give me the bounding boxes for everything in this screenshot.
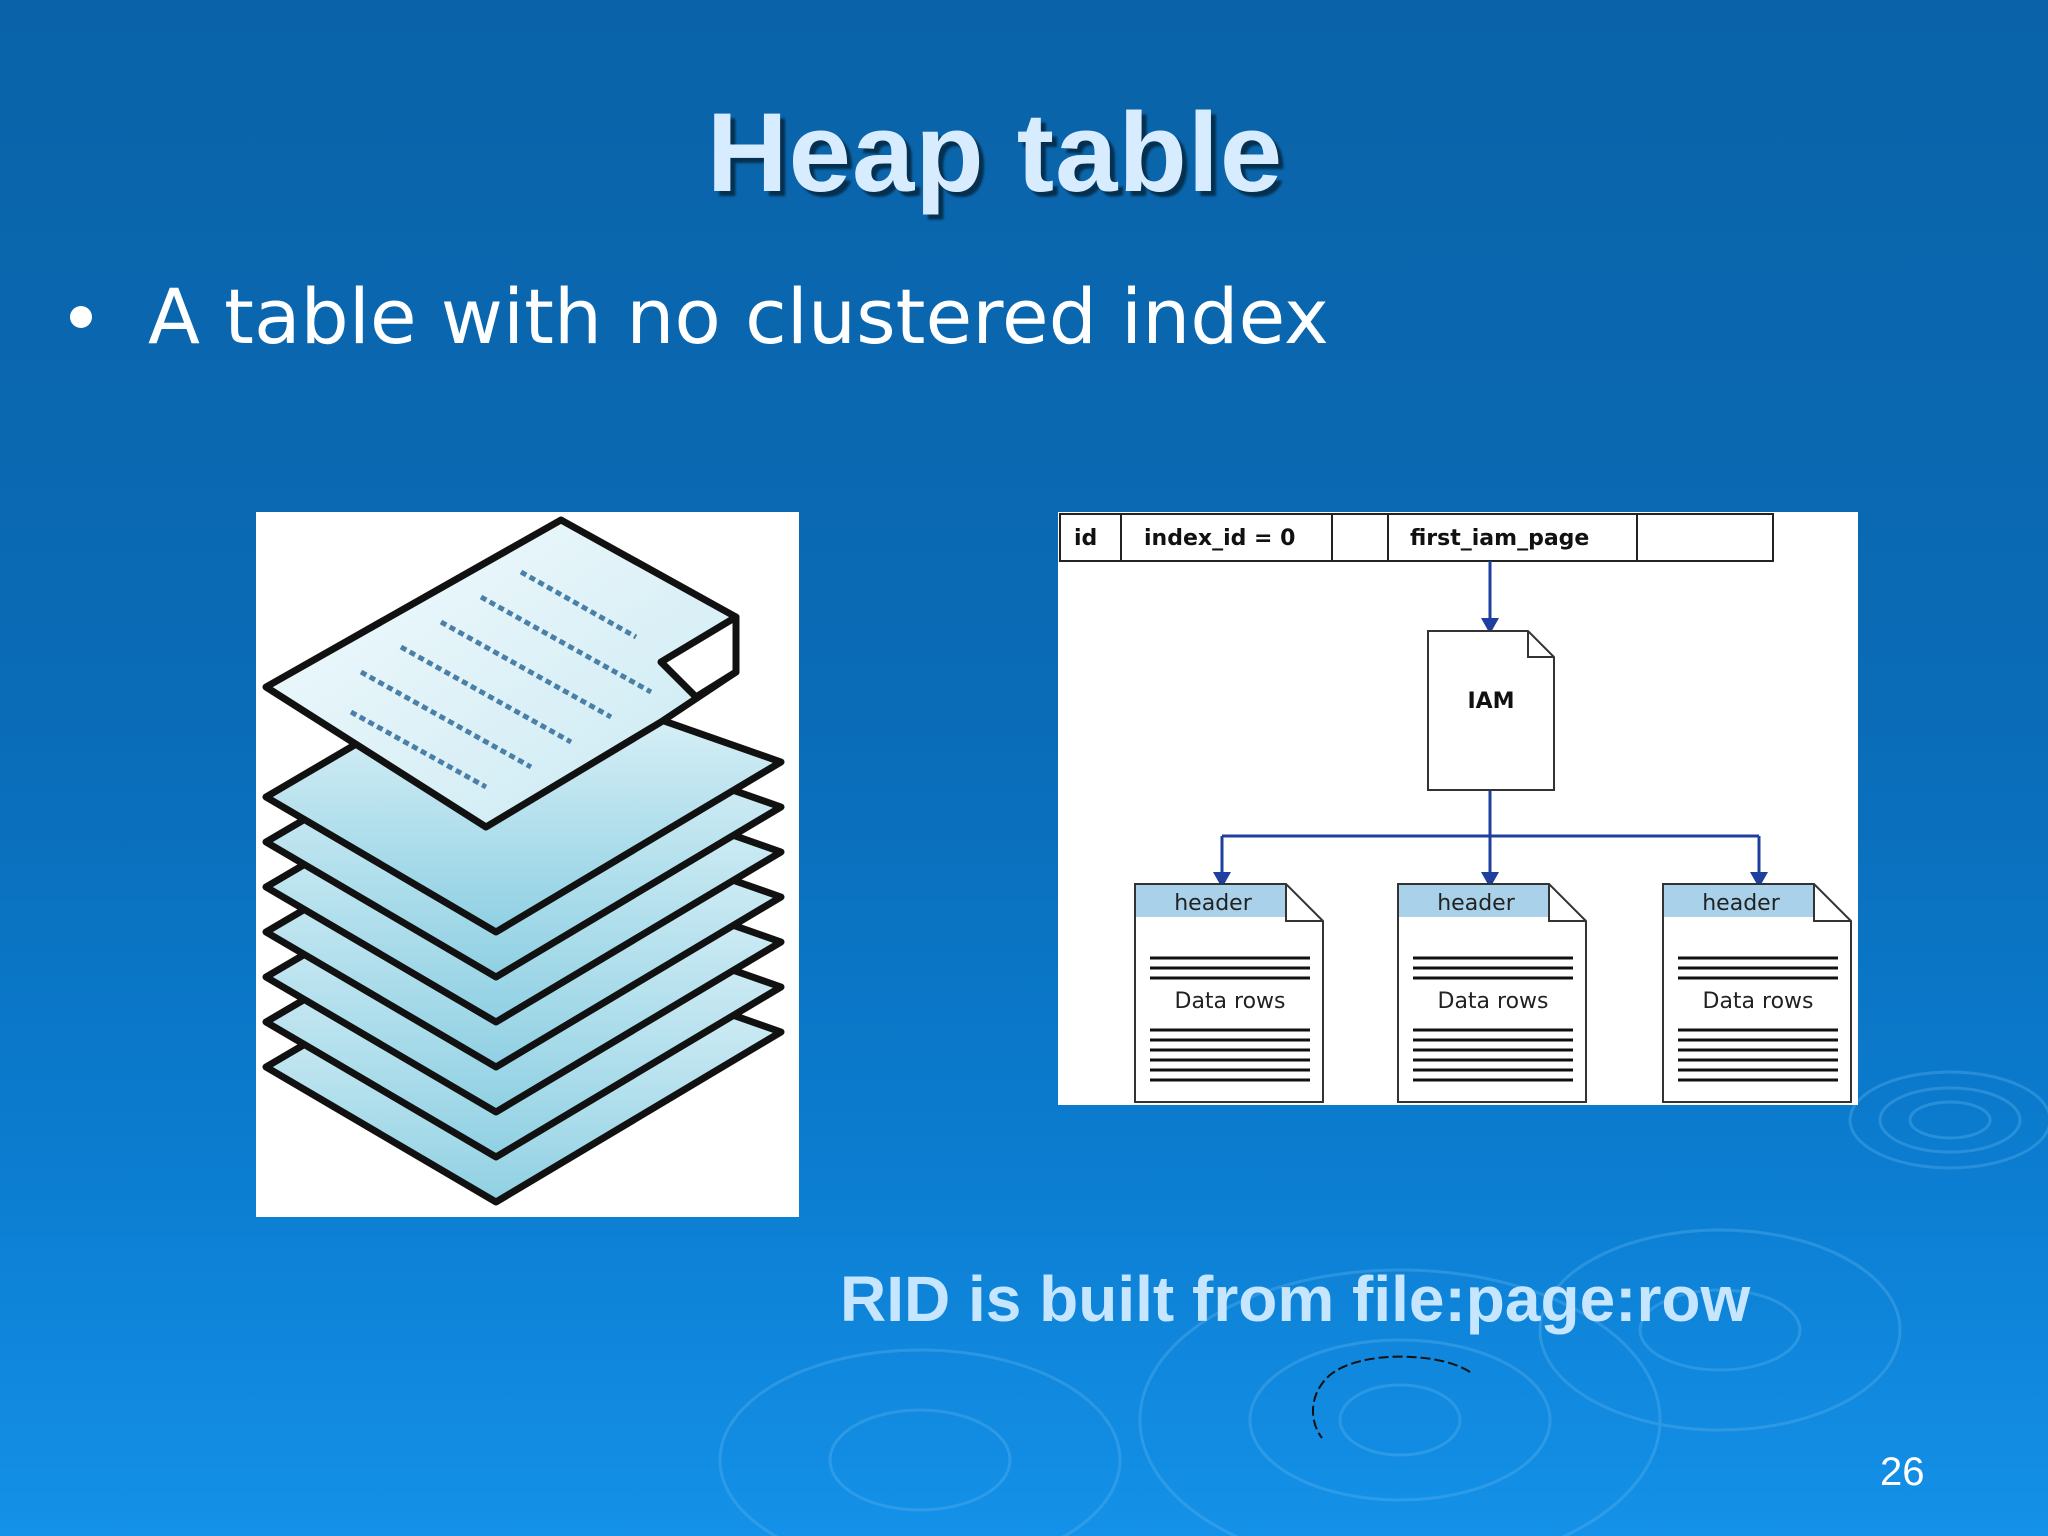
data-page-2: header Data rows	[1397, 883, 1587, 1103]
data-rows-label: Data rows	[1438, 989, 1549, 1014]
data-page-3: header Data rows	[1662, 883, 1852, 1103]
rid-caption: RID is built from file:page:row	[840, 1263, 1751, 1335]
page-header-label: header	[1437, 891, 1515, 916]
data-rows-label: Data rows	[1175, 989, 1286, 1014]
highlight-circle-icon	[1311, 1355, 1471, 1439]
cell-index-id: index_id = 0	[1144, 526, 1295, 551]
bullet-text: A table with no clustered index	[148, 272, 1329, 361]
heap-structure-diagram: id index_id = 0 first_iam_page IAM	[1058, 512, 1858, 1105]
heap-diagram-svg: id index_id = 0 first_iam_page IAM	[1059, 513, 1852, 1103]
page-header-label: header	[1174, 891, 1252, 916]
cell-first-iam-page: first_iam_page	[1410, 526, 1589, 551]
stacked-pages-icon	[262, 516, 785, 1206]
arrowheads	[1213, 618, 1768, 888]
bullet-item: A table with no clustered index	[70, 272, 1329, 361]
connector-arrows	[1220, 561, 1761, 874]
cell-id: id	[1074, 526, 1097, 551]
iam-label: IAM	[1467, 689, 1514, 714]
data-rows-label: Data rows	[1703, 989, 1814, 1014]
data-page-1: header Data rows	[1134, 883, 1324, 1103]
stacked-pages-illustration	[256, 512, 799, 1217]
bullet-dot-icon	[70, 305, 92, 328]
sys-partitions-row: id index_id = 0 first_iam_page	[1059, 513, 1774, 562]
iam-page: IAM	[1427, 630, 1555, 791]
page-header-label: header	[1702, 891, 1780, 916]
slide-title: Heap table	[706, 90, 1284, 215]
slide-page-number: 26	[1880, 1450, 1925, 1494]
